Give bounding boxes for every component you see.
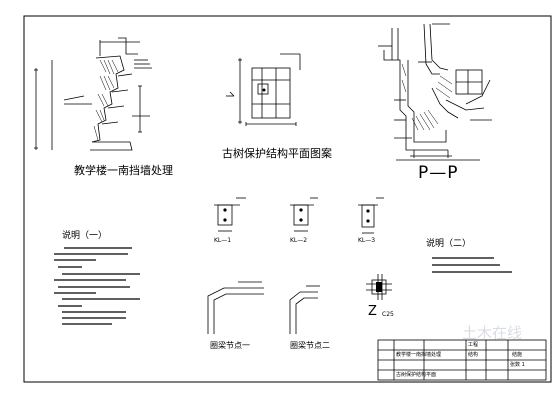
notes-left-lines <box>54 247 140 325</box>
sheet-border <box>23 15 552 383</box>
beam-label-kl2: KL—2 <box>290 237 308 244</box>
retaining-wall-hatch <box>93 59 119 141</box>
beam-sections <box>214 197 384 234</box>
watermark-text: 土木在线 <box>462 324 523 342</box>
z-column-sublabel: C25 <box>382 311 394 318</box>
ring-beam-node-1-label: 圈梁节点一 <box>210 341 250 350</box>
titleblock-row2: 古树保护结构平面 <box>396 372 437 378</box>
retaining-wall-section <box>34 37 152 151</box>
retaining-wall-title: 教学楼一南挡墙处理 <box>74 164 173 177</box>
beam-label-kl1: KL—1 <box>214 237 232 244</box>
notes-left-heading: 说明（一） <box>62 231 108 241</box>
titleblock-row1: 教学楼一南挡墙处理 <box>396 352 442 358</box>
titleblock-cell-c: 结施 <box>512 352 523 358</box>
pp-section-title: P—P <box>418 163 459 183</box>
title-block <box>377 339 547 381</box>
titleblock-cell-a: 工程 <box>468 342 479 348</box>
notes-right-heading: 说明（二） <box>426 239 472 249</box>
pp-hatch <box>401 63 453 131</box>
z-column-label: Z <box>368 304 377 319</box>
beam-label-kl3: KL—3 <box>358 237 376 244</box>
tree-plan <box>226 53 301 126</box>
titleblock-cell-b: 结构 <box>468 352 479 358</box>
ring-beam-nodes <box>207 281 320 334</box>
ring-beam-node-2-label: 圈梁节点二 <box>290 341 330 350</box>
tree-plan-title: 古树保护结构平面图案 <box>222 147 332 160</box>
notes-right-lines <box>432 257 512 273</box>
titleblock-cell-d: 张数 1 <box>510 362 525 368</box>
z-column-core <box>376 282 382 292</box>
pp-section <box>378 23 492 161</box>
